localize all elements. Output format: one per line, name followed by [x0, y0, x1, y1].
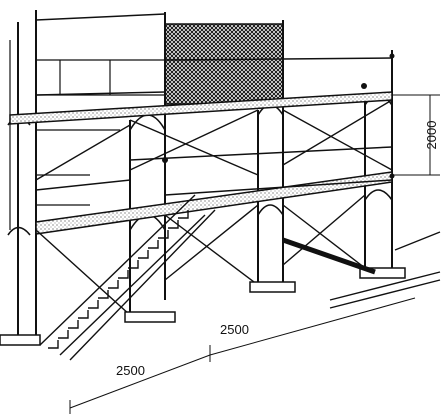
base-plates [0, 267, 406, 346]
safety-mesh-panel [164, 23, 284, 105]
dim-bay-length-upper: 2500 [220, 322, 249, 337]
stairway [39, 194, 216, 361]
dim-bay-length-lower: 2500 [116, 363, 145, 378]
dimension-lines [69, 94, 440, 414]
ground-pipe [282, 231, 441, 309]
cross-braces [35, 99, 393, 316]
dim-tier-height: 2000 [424, 121, 439, 150]
lower-deck [35, 171, 393, 235]
guard-rails [35, 13, 393, 196]
